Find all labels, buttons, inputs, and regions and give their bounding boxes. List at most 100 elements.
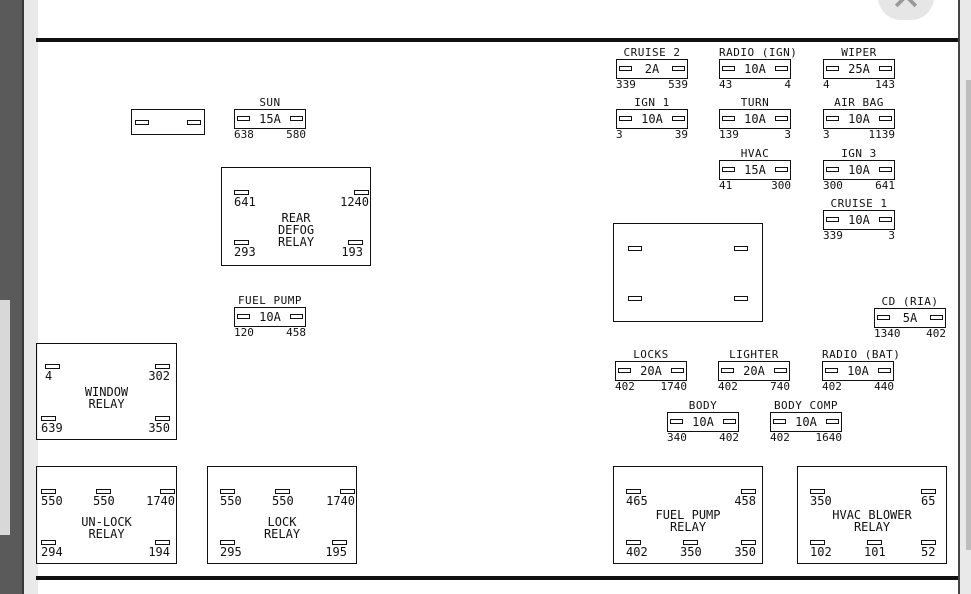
fuse-pin-right: 143	[875, 78, 895, 91]
viewer-scrollbar[interactable]	[966, 80, 971, 550]
diagram-bottom-border	[36, 576, 958, 580]
fuse-rating: 10A	[847, 364, 869, 378]
relay-label: UN-LOCK RELAY	[81, 515, 132, 541]
fuse-body: 10A	[770, 412, 842, 432]
fuse-body: 20A	[718, 361, 790, 381]
fuse-pin-left: 339	[616, 78, 636, 91]
fuse-pin-right: 580	[286, 128, 306, 141]
unlock-relay: 550 550 1740 UN-LOCK RELAY 294 194	[36, 466, 177, 564]
fuse-pin-left: 3	[616, 128, 623, 141]
fuse-rating: 10A	[795, 415, 817, 429]
relay-pin: 102	[810, 540, 832, 559]
relay-pin: 350	[680, 540, 702, 559]
fuse-body: 10A	[234, 307, 306, 327]
fuse-rating: 5A	[902, 311, 918, 325]
relay-pin: 550	[272, 489, 294, 508]
relay-pin: 294	[41, 540, 63, 559]
viewer-left-tab	[0, 300, 10, 535]
lock-relay: 550 550 1740 LOCK RELAY 295 195	[207, 466, 357, 564]
fuse-body: 10A	[719, 109, 791, 129]
fuse-rating: 10A	[848, 163, 870, 177]
fuse-wiper: WIPER 25A 4 143	[823, 47, 895, 91]
viewer-left-border	[22, 0, 38, 594]
fuse-name: AIR BAG	[834, 96, 884, 109]
relay-pin: 194	[148, 540, 170, 559]
relay-pin: 101	[864, 540, 886, 559]
fuse-pin-left: 638	[234, 128, 254, 141]
empty-relay-socket	[613, 223, 763, 322]
relay-pin: 4	[45, 364, 60, 383]
fuse-body: 10A	[823, 109, 895, 129]
fuse-rating: 20A	[640, 364, 662, 378]
relay-pin: 293	[234, 240, 256, 259]
fuse-pin-left: 120	[234, 326, 254, 339]
fuse-name: WIPER	[841, 46, 877, 59]
fuse-name: BODY	[688, 399, 718, 412]
fuse-body: 20A	[615, 361, 687, 381]
fuse-body: 10A	[823, 210, 895, 230]
fuse-pin-left: 4	[823, 78, 830, 91]
fuse-name: IGN 1	[634, 96, 670, 109]
fuse-pin-right: 1740	[660, 380, 688, 393]
hvac-blower-relay: 350 65 HVAC BLOWER RELAY 102 101 52	[797, 466, 947, 564]
relay-pin: 550	[220, 489, 242, 508]
fuse-rating: 25A	[848, 62, 870, 76]
relay-pin: 52	[921, 540, 936, 559]
relay-pin: 402	[626, 540, 648, 559]
fuse-rating: 20A	[743, 364, 765, 378]
fuse-pin-left: 300	[823, 179, 843, 192]
fuse-pin-left: 1340	[874, 327, 901, 340]
fuse-body: 5A	[874, 308, 946, 328]
fuse-rating: 15A	[259, 112, 281, 126]
close-icon: ✕	[890, 0, 922, 19]
fuse-body: 10A	[616, 109, 688, 129]
fuse-body: 15A	[719, 160, 791, 180]
close-button[interactable]: ✕	[878, 0, 934, 20]
relay-pin: 193	[341, 240, 363, 259]
fuse-pin-right: 39	[674, 128, 688, 141]
fuse-rating: 10A	[848, 112, 870, 126]
relay-pin: 465	[626, 489, 648, 508]
relay-pin: 302	[148, 364, 170, 383]
fuse-pin-right: 740	[770, 380, 790, 393]
empty-fuse-slot	[131, 109, 205, 135]
fuse-name: CRUISE 2	[623, 46, 681, 59]
fuse-pin-right: 402	[926, 327, 946, 340]
fuse-body: 10A	[823, 160, 895, 180]
fuse-name: LOCKS	[633, 348, 669, 361]
fuse-pin-left: 402	[822, 380, 842, 393]
relay-pin: 350	[810, 489, 832, 508]
fuse-pin-right: 440	[874, 380, 894, 393]
fuse-name: BODY COMP	[773, 399, 839, 412]
fuse-rating: 10A	[259, 310, 281, 324]
relay-pin: 639	[41, 416, 63, 435]
fuse-pin-right: 402	[719, 431, 739, 444]
fuse-body: 15A	[234, 109, 306, 129]
fuse-rating: 2A	[644, 62, 660, 76]
fuse-pin-right: 641	[875, 179, 895, 192]
fuel-pump-relay: 465 458 FUEL PUMP RELAY 402 350 350	[613, 466, 763, 564]
fuse-rating: 10A	[744, 112, 766, 126]
fuse-pin-right: 539	[668, 78, 688, 91]
relay-pin: 1740	[146, 489, 175, 508]
relay-pin: 295	[220, 540, 242, 559]
fuse-pin-right: 458	[286, 326, 306, 339]
fuse-pin-left: 402	[718, 380, 738, 393]
rear-defog-relay: 641 1240 REAR DEFOG RELAY 293 193	[221, 167, 371, 266]
fuse-pin-left: 402	[770, 431, 790, 444]
fuse-name: IGN 3	[841, 147, 877, 160]
fuse-rating: 10A	[848, 213, 870, 227]
relay-label: WINDOW RELAY	[84, 385, 129, 411]
fuse-rating: 10A	[744, 62, 766, 76]
